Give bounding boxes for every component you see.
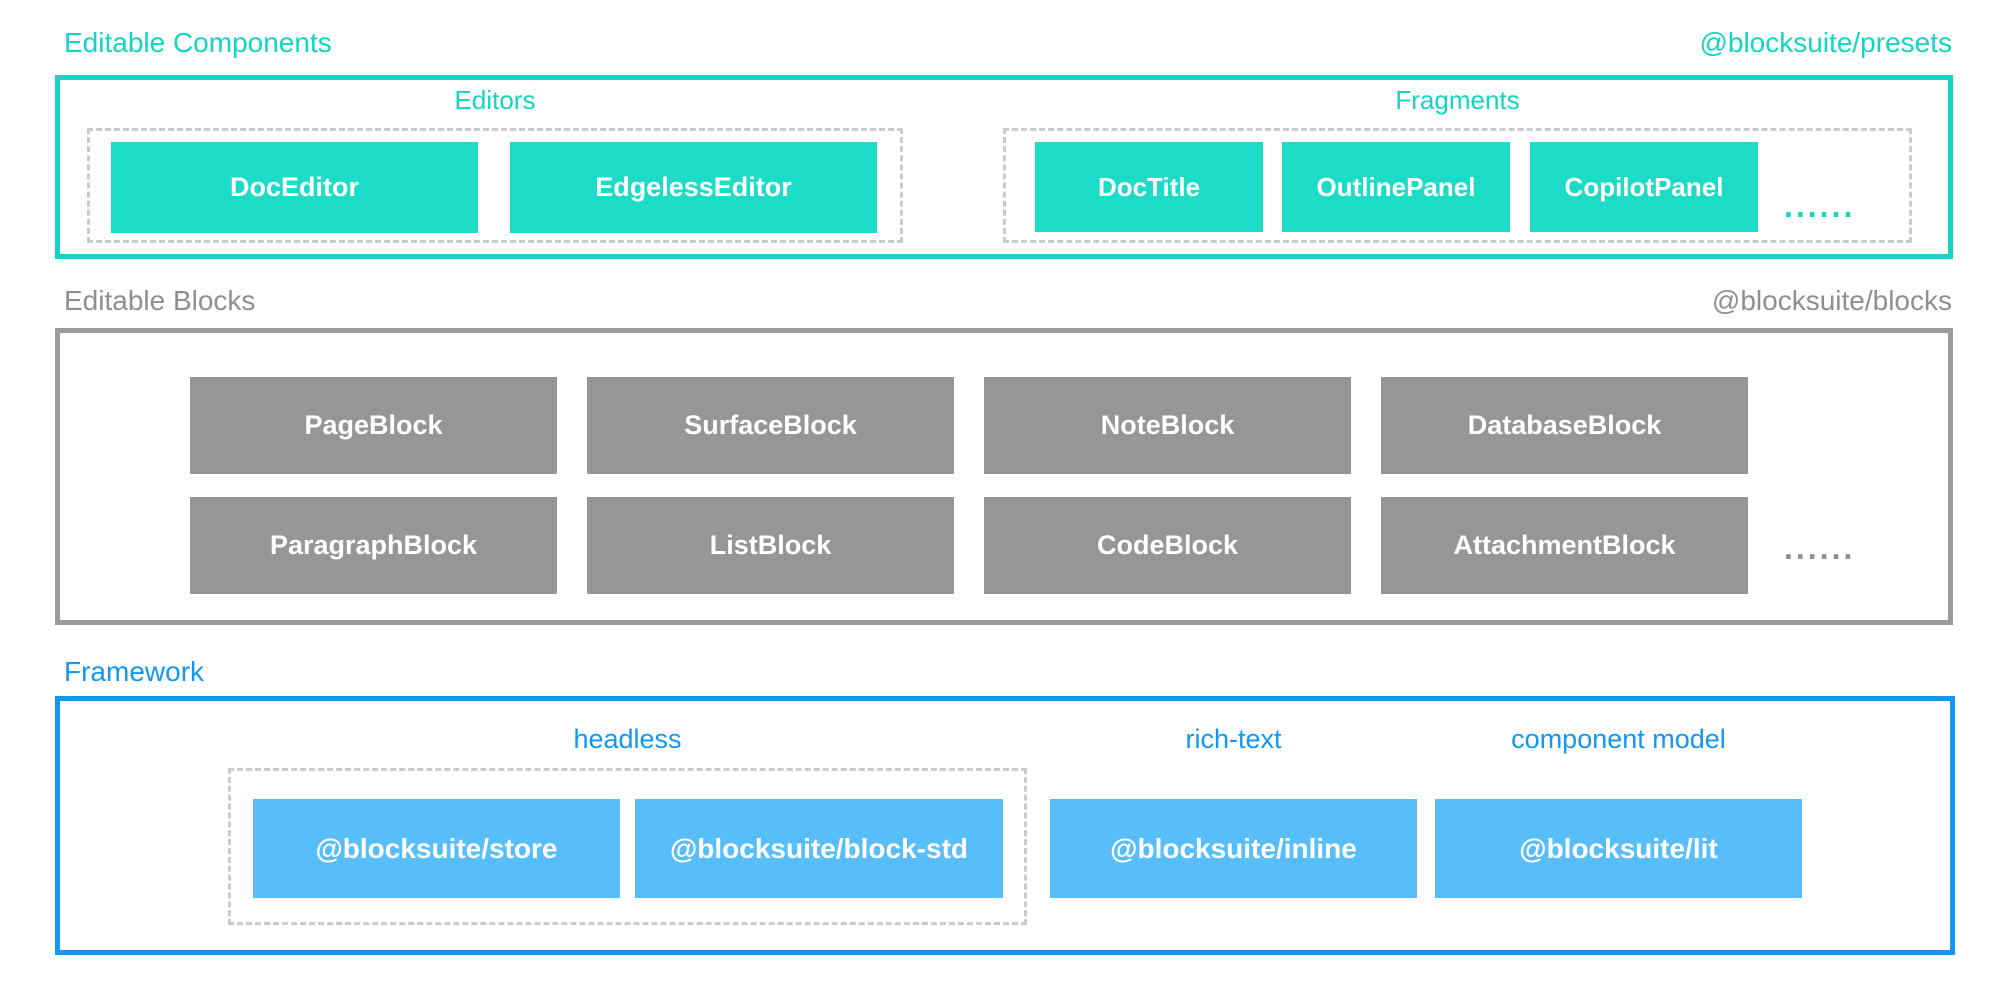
- block-copilotpanel: CopilotPanel: [1530, 142, 1758, 232]
- block-listblock: ListBlock: [587, 497, 954, 594]
- block-blocksuite-inline: @blocksuite/inline: [1050, 799, 1417, 898]
- block-edgelesseditor: EdgelessEditor: [510, 142, 877, 233]
- blocks-package-label: @blocksuite/blocks: [1711, 285, 1952, 316]
- rich-text-group-label: rich-text: [1185, 724, 1282, 754]
- block-blocksuite-block-std: @blocksuite/block-std: [635, 799, 1003, 898]
- headless-group-box: [228, 768, 1027, 925]
- fragments-group-label: Fragments: [1395, 85, 1520, 115]
- blocks-ellipsis: ......: [1784, 530, 1856, 566]
- block-surfaceblock: SurfaceBlock: [587, 377, 954, 474]
- fragments-ellipsis: ......: [1784, 188, 1856, 224]
- headless-group-label: headless: [573, 724, 682, 754]
- block-blocksuite-lit: @blocksuite/lit: [1435, 799, 1802, 898]
- block-attachmentblock: AttachmentBlock: [1381, 497, 1748, 594]
- framework-title: Framework: [64, 656, 205, 687]
- editable-blocks-title: Editable Blocks: [64, 285, 256, 316]
- block-databaseblock: DatabaseBlock: [1381, 377, 1748, 474]
- block-outlinepanel: OutlinePanel: [1282, 142, 1510, 232]
- block-doceditor: DocEditor: [111, 142, 478, 233]
- block-doctitle: DocTitle: [1035, 142, 1263, 232]
- block-noteblock: NoteBlock: [984, 377, 1351, 474]
- editors-group-label: Editors: [454, 85, 536, 115]
- component-model-group-label: component model: [1511, 724, 1726, 754]
- block-paragraphblock: ParagraphBlock: [190, 497, 557, 594]
- presets-package-label: @blocksuite/presets: [1699, 27, 1952, 58]
- fragments-group-box: [1003, 128, 1912, 243]
- block-blocksuite-store: @blocksuite/store: [253, 799, 620, 898]
- editable-components-title: Editable Components: [64, 27, 332, 58]
- block-codeblock: CodeBlock: [984, 497, 1351, 594]
- editors-group-box: [87, 128, 903, 243]
- block-pageblock: PageBlock: [190, 377, 557, 474]
